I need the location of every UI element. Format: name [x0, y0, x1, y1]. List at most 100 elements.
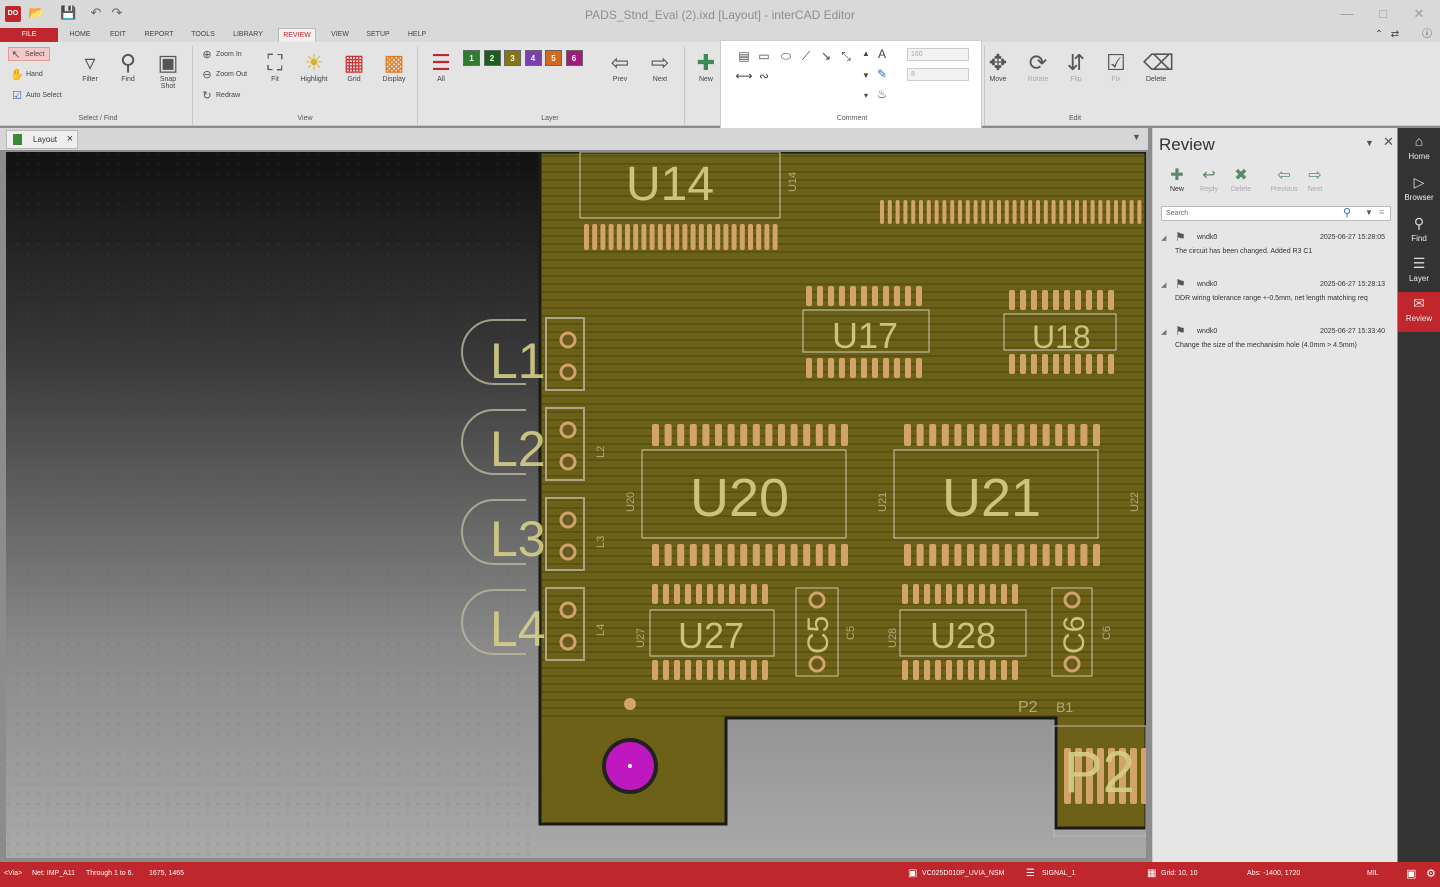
save-icon[interactable]: 💾	[60, 5, 77, 20]
fit-view-icon[interactable]: ▣	[1406, 868, 1417, 880]
collapse-ribbon-icon[interactable]: ⌃	[1374, 29, 1384, 40]
open-folder-icon[interactable]: 📂	[28, 5, 45, 20]
layer-3-toggle[interactable]: 3	[504, 50, 521, 66]
close-tab-icon[interactable]: ×	[66, 133, 73, 145]
menu-edit[interactable]: EDIT	[110, 31, 126, 38]
scroll-down-icon[interactable]: ▼	[862, 71, 870, 80]
pad	[904, 544, 911, 566]
layer-4-toggle[interactable]: 4	[524, 50, 542, 66]
tab-dropdown-icon[interactable]: ▼	[1132, 132, 1141, 142]
sidebar-item-home[interactable]: ⌂Home	[1398, 130, 1440, 170]
auto-select-checkbox[interactable]: ☑Auto Select	[10, 89, 72, 103]
menu-home[interactable]: HOME	[69, 31, 91, 38]
settings-icon[interactable]: ⚙	[1426, 868, 1436, 880]
line-color-icon[interactable]: ✎	[876, 67, 888, 81]
menu-library[interactable]: LIBRARY	[233, 31, 263, 38]
double-arrow-icon[interactable]: ⤡	[841, 49, 851, 63]
rectangle-icon[interactable]: ▭	[758, 49, 770, 63]
fix-button[interactable]: ☑Fix	[1102, 50, 1130, 83]
tab-layout[interactable]: Layout ×	[6, 130, 78, 149]
layout-canvas[interactable]: U14 U17 U18 U20 U21 U27 U28 L1 L2 L3 L4 …	[6, 152, 1146, 858]
panel-menu-icon[interactable]: ▼	[1365, 138, 1374, 148]
rotate-button[interactable]: ⟳Rotate	[1022, 50, 1054, 83]
layer-6-toggle[interactable]: 6	[565, 50, 583, 66]
menu-setup[interactable]: SETUP	[366, 31, 390, 38]
maximize-icon[interactable]: □	[1379, 6, 1387, 21]
layers-icon: ☰	[1412, 255, 1426, 271]
sync-icon[interactable]: ⇄	[1390, 29, 1400, 40]
grid-button[interactable]: ▦Grid	[340, 50, 368, 83]
sidebar-item-browser[interactable]: ▷Browser	[1398, 171, 1440, 211]
fill-color-icon[interactable]: ♨	[876, 87, 888, 101]
highlight-button[interactable]: ☀Highlight	[300, 50, 328, 83]
pad	[608, 224, 614, 250]
text-box-icon[interactable]: ▤	[738, 49, 750, 63]
font-size-select[interactable]: 8	[907, 68, 969, 81]
new-comment-button[interactable]: ✚New	[690, 50, 722, 83]
sidebar-item-find[interactable]: ⚲Find	[1398, 212, 1440, 252]
expand-triangle-icon[interactable]: ◢	[1161, 282, 1167, 289]
snap-shot-button[interactable]: ▣Snap Shot	[152, 50, 184, 90]
menu-review[interactable]: REVIEW	[278, 28, 316, 42]
search-options-icon[interactable]: ▼	[1365, 208, 1373, 217]
menu-tools[interactable]: TOOLS	[191, 31, 215, 38]
fit-button[interactable]: ⛶Fit	[260, 50, 290, 83]
close-icon[interactable]: ✕	[1413, 6, 1425, 21]
arrow-icon[interactable]: ↘	[820, 49, 832, 63]
pad	[790, 544, 798, 566]
zoom-out-button[interactable]: ⊖Zoom Out	[200, 68, 256, 82]
review-previous-button[interactable]: ⇦Previous	[1267, 166, 1301, 193]
zoom-in-icon: ⊕	[202, 49, 212, 61]
display-button[interactable]: ▩Display	[382, 50, 406, 83]
menu-file[interactable]: FILE	[0, 28, 58, 42]
help-icon[interactable]: ⓘ	[1422, 29, 1432, 40]
sidebar-item-review[interactable]: ✉Review	[1398, 292, 1440, 332]
rotate-icon: ⟳	[1028, 50, 1048, 75]
delete-button[interactable]: ⌫Delete	[1143, 50, 1175, 83]
move-button[interactable]: ✥Move	[984, 50, 1012, 83]
menu-help[interactable]: HELP	[407, 31, 427, 38]
layer-2-toggle[interactable]: 2	[483, 50, 501, 66]
redraw-button[interactable]: ↻Redraw	[200, 89, 248, 103]
prev-button[interactable]: ⇦Prev	[604, 50, 636, 83]
sidebar-item-layer[interactable]: ☰Layer	[1398, 252, 1440, 292]
filter-list-icon[interactable]: ≡	[1379, 207, 1385, 217]
minimize-icon[interactable]: —	[1340, 6, 1354, 21]
review-search-input[interactable]: Search	[1161, 206, 1391, 221]
flip-button[interactable]: ⇵Flip	[1062, 50, 1090, 83]
pad	[1080, 424, 1088, 446]
filter-button[interactable]: ▿Filter	[76, 50, 104, 83]
ellipse-icon[interactable]: ⬭	[780, 49, 792, 63]
find-button[interactable]: ⚲Find	[114, 50, 142, 83]
expand-icon[interactable]: ▾	[863, 91, 868, 100]
review-next-button[interactable]: ⇨Next	[1301, 166, 1329, 193]
pad	[916, 544, 924, 566]
font-color-icon[interactable]: A	[877, 47, 886, 61]
search-icon[interactable]: ⚲	[1343, 207, 1352, 219]
dimension-icon[interactable]: ⟷	[735, 69, 753, 83]
next-button[interactable]: ⇨Next	[644, 50, 676, 83]
review-new-button[interactable]: ✚New	[1163, 166, 1191, 193]
layer-1-toggle[interactable]: 1	[463, 50, 480, 66]
layer-5-toggle[interactable]: 5	[545, 50, 562, 66]
zoom-in-button[interactable]: ⊕Zoom In	[200, 48, 252, 62]
pad	[913, 660, 919, 680]
select-button[interactable]: ↖Select	[8, 47, 50, 61]
review-reply-button[interactable]: ↩Reply	[1195, 166, 1223, 193]
menu-report[interactable]: REPORT	[144, 31, 174, 38]
all-layers-button[interactable]: ☰All	[424, 50, 458, 83]
review-delete-button[interactable]: ✖Delete	[1227, 166, 1255, 193]
line-width-select[interactable]: 160	[907, 48, 969, 61]
close-panel-icon[interactable]: ✕	[1383, 134, 1394, 149]
scroll-up-icon[interactable]: ▲	[862, 49, 870, 58]
expand-triangle-icon[interactable]: ◢	[1161, 329, 1167, 336]
menu-view[interactable]: VIEW	[331, 31, 349, 38]
line-icon[interactable]: ⟋	[801, 49, 811, 63]
freehand-icon[interactable]: ∾	[758, 69, 770, 83]
expand-triangle-icon[interactable]: ◢	[1161, 235, 1167, 242]
connector-pin	[1086, 748, 1093, 804]
undo-icon[interactable]: ↶	[90, 5, 102, 20]
ref-label: U17	[832, 315, 898, 356]
redo-icon[interactable]: ↷	[111, 5, 123, 20]
hand-button[interactable]: ✋Hand	[10, 69, 43, 81]
